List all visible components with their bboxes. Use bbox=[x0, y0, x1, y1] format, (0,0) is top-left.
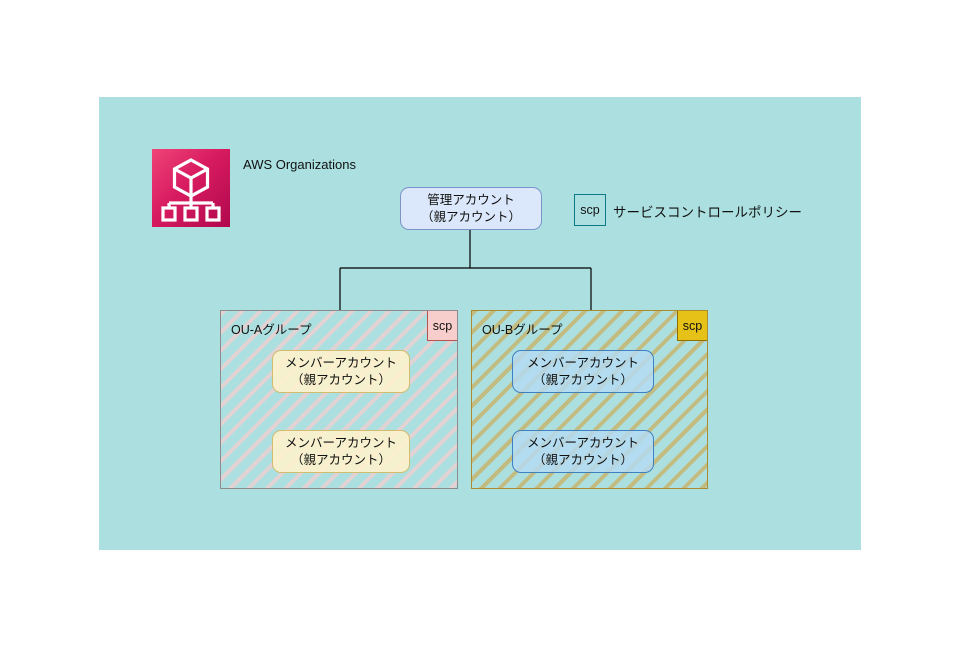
aws-organizations-icon bbox=[152, 149, 230, 227]
ou-a-member-account-1: メンバーアカウント （親アカウント） bbox=[272, 350, 410, 393]
ou-a-scp-badge: scp bbox=[427, 311, 457, 341]
management-account-line1: 管理アカウント bbox=[427, 192, 515, 207]
ou-b-member-account-1: メンバーアカウント （親アカウント） bbox=[512, 350, 654, 393]
scp-legend-label: サービスコントロールポリシー bbox=[613, 205, 802, 220]
ou-b-label: OU-Bグループ bbox=[482, 323, 563, 337]
ou-b-member-account-2: メンバーアカウント （親アカウント） bbox=[512, 430, 654, 473]
diagram-canvas: AWS Organizations 管理アカウント （親アカウント） scp サ… bbox=[99, 97, 861, 550]
member-line1: メンバーアカウント bbox=[526, 355, 639, 370]
ou-a-group: OU-Aグループ scp メンバーアカウント （親アカウント） メンバーアカウン… bbox=[220, 310, 458, 489]
member-line1: メンバーアカウント bbox=[284, 435, 397, 450]
member-line1: メンバーアカウント bbox=[284, 355, 397, 370]
scp-legend-badge: scp bbox=[574, 194, 606, 226]
member-line2: （親アカウント） bbox=[532, 452, 633, 467]
ou-a-member-account-2: メンバーアカウント （親アカウント） bbox=[272, 430, 410, 473]
member-line2: （親アカウント） bbox=[290, 452, 391, 467]
member-line1: メンバーアカウント bbox=[526, 435, 639, 450]
management-account-node: 管理アカウント （親アカウント） bbox=[400, 187, 542, 230]
ou-b-group: OU-Bグループ scp メンバーアカウント （親アカウント） メンバーアカウン… bbox=[471, 310, 708, 489]
member-line2: （親アカウント） bbox=[290, 372, 391, 387]
management-account-line2: （親アカウント） bbox=[420, 209, 521, 224]
diagram-title: AWS Organizations bbox=[243, 157, 356, 172]
ou-b-scp-badge: scp bbox=[677, 311, 707, 341]
member-line2: （親アカウント） bbox=[532, 372, 633, 387]
ou-a-label: OU-Aグループ bbox=[231, 323, 312, 337]
